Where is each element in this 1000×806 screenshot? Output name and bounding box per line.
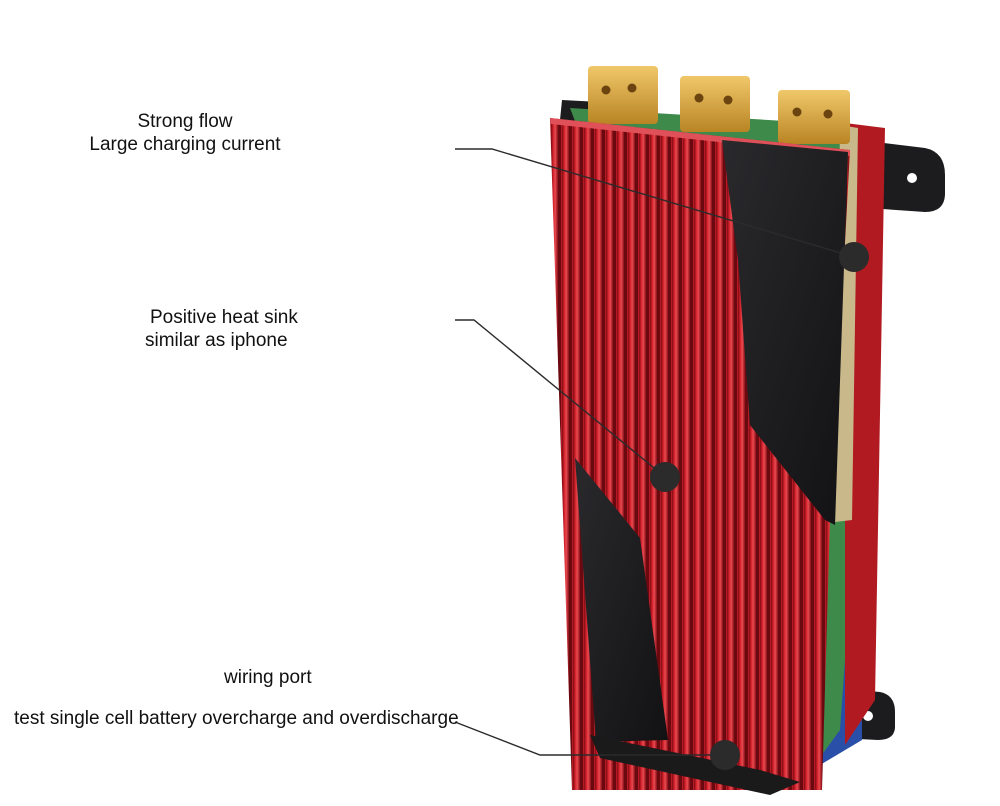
callout-label-line: similar as iphone xyxy=(145,330,288,351)
callout-label-strong-flow: Strong flow Large charging current xyxy=(0,110,370,156)
tab-2-hole-b xyxy=(723,95,733,105)
leader-line-2 xyxy=(455,319,666,478)
callout-label-line: Large charging current xyxy=(89,134,281,155)
tab-3-hole-a xyxy=(792,107,802,117)
copper-tab-3 xyxy=(778,90,850,144)
callout-label-line: Positive heat sink xyxy=(150,307,298,328)
leader-line-3 xyxy=(454,721,725,756)
copper-tab-2 xyxy=(680,76,750,132)
callout-label-line: wiring port xyxy=(224,667,312,688)
callout-label-heat-sink: Positive heat sink similar as iphone xyxy=(145,306,335,352)
callout-dot-1 xyxy=(839,242,869,272)
tab-1-hole-a xyxy=(601,85,611,95)
copper-tab-1 xyxy=(588,66,658,124)
callout-label-wiring-port: wiring port xyxy=(224,666,312,689)
tab-2-hole-a xyxy=(694,93,704,103)
black-thermal-pad-upper xyxy=(722,140,848,525)
black-thermal-pad-lower xyxy=(575,458,668,742)
bracket-hole-top xyxy=(907,173,917,183)
callout-label-line: test single cell battery overcharge and … xyxy=(14,708,459,729)
callout-label-cell-test: test single cell battery overcharge and … xyxy=(14,707,459,730)
tab-3-hole-b xyxy=(823,109,833,119)
copper-terminal-tabs xyxy=(588,66,850,144)
callout-dot-3 xyxy=(710,740,740,770)
heatsink-base-edge xyxy=(590,735,800,795)
tab-1-hole-b xyxy=(627,83,637,93)
callout-dot-2 xyxy=(650,462,680,492)
leader-line-1 xyxy=(455,148,855,258)
callout-label-line: Strong flow xyxy=(137,111,233,132)
